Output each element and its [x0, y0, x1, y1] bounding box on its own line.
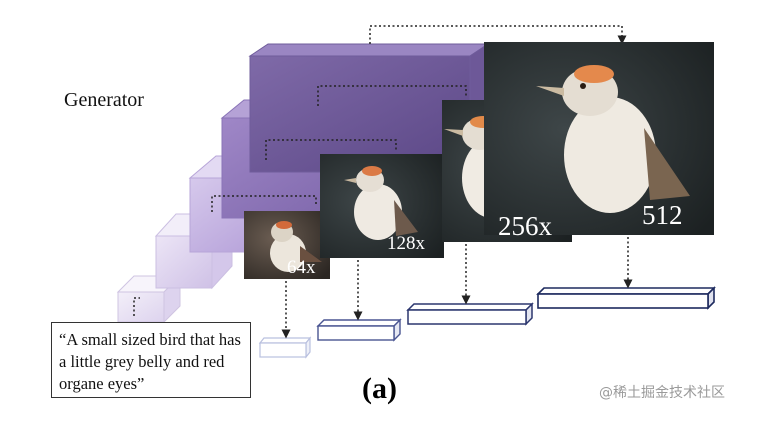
skip-connection-arrows — [133, 25, 627, 316]
text-prompt-box: “A small sized bird that has a little gr… — [51, 322, 251, 398]
discriminator-4 — [536, 286, 716, 310]
text-prompt: “A small sized bird that has a little gr… — [59, 330, 241, 393]
image-to-discriminator-arrows — [281, 237, 633, 339]
discriminator-3 — [406, 302, 534, 326]
figure-label: (a) — [362, 372, 397, 405]
output-image-64 — [244, 211, 330, 279]
discriminator-2 — [316, 318, 402, 342]
stage-label-128: 128x — [387, 233, 426, 254]
stage-label-256: 256x — [498, 211, 553, 241]
output-image-512 — [484, 42, 714, 235]
generator-label: Generator — [64, 89, 144, 111]
stage-label-512: 512 — [642, 200, 683, 230]
discriminator-1 — [258, 336, 312, 359]
stage-label-64: 64x — [287, 257, 316, 278]
output-image-128 — [320, 154, 444, 258]
watermark: @稀土掘金技术社区 — [599, 385, 725, 401]
